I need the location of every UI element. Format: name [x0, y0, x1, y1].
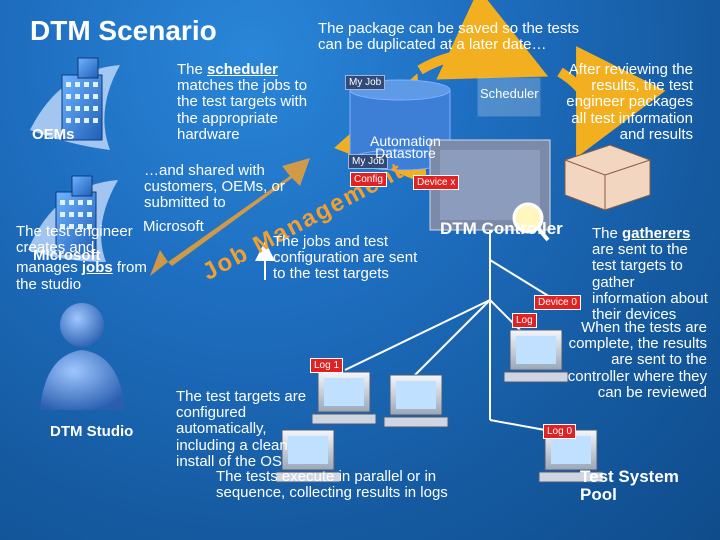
- targets-config-line: automatically,: [176, 421, 306, 437]
- shared-line: customers, OEMs, or: [144, 179, 285, 195]
- gatherers-line: information about: [592, 291, 708, 307]
- device-x-tag: Device x: [413, 175, 459, 190]
- scheduler-label: Scheduler: [480, 87, 539, 101]
- shared-line: submitted to: [144, 195, 285, 211]
- after-review-line: After reviewing the: [563, 62, 693, 78]
- package-note-line: The package can be saved so the tests: [318, 21, 579, 37]
- dtm-controller-label: DTM Controller: [440, 220, 563, 238]
- test-engineer-line: the studio: [16, 277, 147, 293]
- parallel-line: sequence, collecting results in logs: [216, 485, 448, 501]
- when-tests-line: are sent to the: [555, 352, 707, 368]
- jobs-config-line: The jobs and test: [273, 234, 417, 250]
- after-review-line: all test information: [563, 111, 693, 127]
- test-engineer-line: The test engineer: [16, 224, 147, 240]
- after-review-line: engineer packages: [563, 94, 693, 110]
- test-engineer-post: from: [113, 259, 147, 276]
- parallel-description: The tests execute in parallel or in sequ…: [216, 469, 448, 501]
- after-review-description: After reviewing the results, the test en…: [563, 62, 693, 143]
- jobs-config-description: The jobs and test configuration are sent…: [273, 234, 417, 283]
- package-box-icon: [565, 145, 650, 210]
- dtm-studio-label: DTM Studio: [50, 424, 133, 440]
- test-system-pool-line: Test System: [580, 468, 679, 486]
- when-tests-line: complete, the results: [555, 336, 707, 352]
- test-system-pool-line: Pool: [580, 486, 679, 504]
- scheduler-line: hardware: [177, 127, 307, 143]
- config-tag: Config: [350, 172, 387, 187]
- gatherers-description: The gatherers are sent to the test targe…: [592, 226, 708, 323]
- when-tests-line: controller where they: [555, 369, 707, 385]
- oems-label: OEMs: [32, 127, 75, 143]
- jobs-config-line: to the test targets: [273, 266, 417, 282]
- package-note: The package can be saved so the tests ca…: [318, 21, 579, 53]
- parallel-line: The tests execute in parallel or in: [216, 469, 448, 485]
- datastore-line: Datastore: [370, 146, 441, 161]
- my-job-tag-top: My Job: [345, 75, 385, 90]
- when-tests-line: When the tests are: [555, 320, 707, 336]
- after-review-line: and results: [563, 127, 693, 143]
- gatherers-text-pre: The: [592, 225, 622, 242]
- targets-config-line: configured: [176, 405, 306, 421]
- test-system-pc-icons: [276, 330, 603, 482]
- targets-config-line: including a clean: [176, 438, 306, 454]
- scheduler-keyword: scheduler: [207, 61, 278, 78]
- gatherers-line: gather: [592, 275, 708, 291]
- when-tests-description: When the tests are complete, the results…: [555, 320, 707, 401]
- jobs-config-line: configuration are sent: [273, 250, 417, 266]
- log-1-tag: Log 1: [310, 358, 343, 373]
- shared-description: …and shared with customers, OEMs, or sub…: [144, 163, 285, 212]
- microsoft-label-bottom: Microsoft: [33, 248, 101, 264]
- gatherers-line: are sent to the: [592, 242, 708, 258]
- gatherers-line: test targets to: [592, 258, 708, 274]
- after-review-line: results, the test: [563, 78, 693, 94]
- microsoft-label-top: Microsoft: [143, 219, 204, 235]
- scheduler-line: the test targets with: [177, 94, 307, 110]
- scheduler-line: matches the jobs to: [177, 78, 307, 94]
- log-0-tag: Log 0: [543, 424, 576, 439]
- scheduler-description: The scheduler matches the jobs to the te…: [177, 62, 307, 143]
- scheduler-line: the appropriate: [177, 111, 307, 127]
- automation-datastore-label: Automation Datastore: [370, 134, 441, 161]
- gatherers-keyword: gatherers: [622, 225, 690, 242]
- log-small-tag: Log: [512, 313, 537, 328]
- test-system-pool-label: Test System Pool: [580, 468, 679, 505]
- device-0-tag: Device 0: [534, 295, 581, 310]
- page-title: DTM Scenario: [30, 16, 217, 46]
- targets-config-description: The test targets are configured automati…: [176, 389, 306, 470]
- shared-line: …and shared with: [144, 163, 285, 179]
- dtm-studio-person-icon: [40, 303, 125, 410]
- scheduler-text-pre: The: [177, 61, 207, 78]
- when-tests-line: can be reviewed: [555, 385, 707, 401]
- targets-config-line: The test targets are: [176, 389, 306, 405]
- package-note-line: can be duplicated at a later date…: [318, 37, 579, 53]
